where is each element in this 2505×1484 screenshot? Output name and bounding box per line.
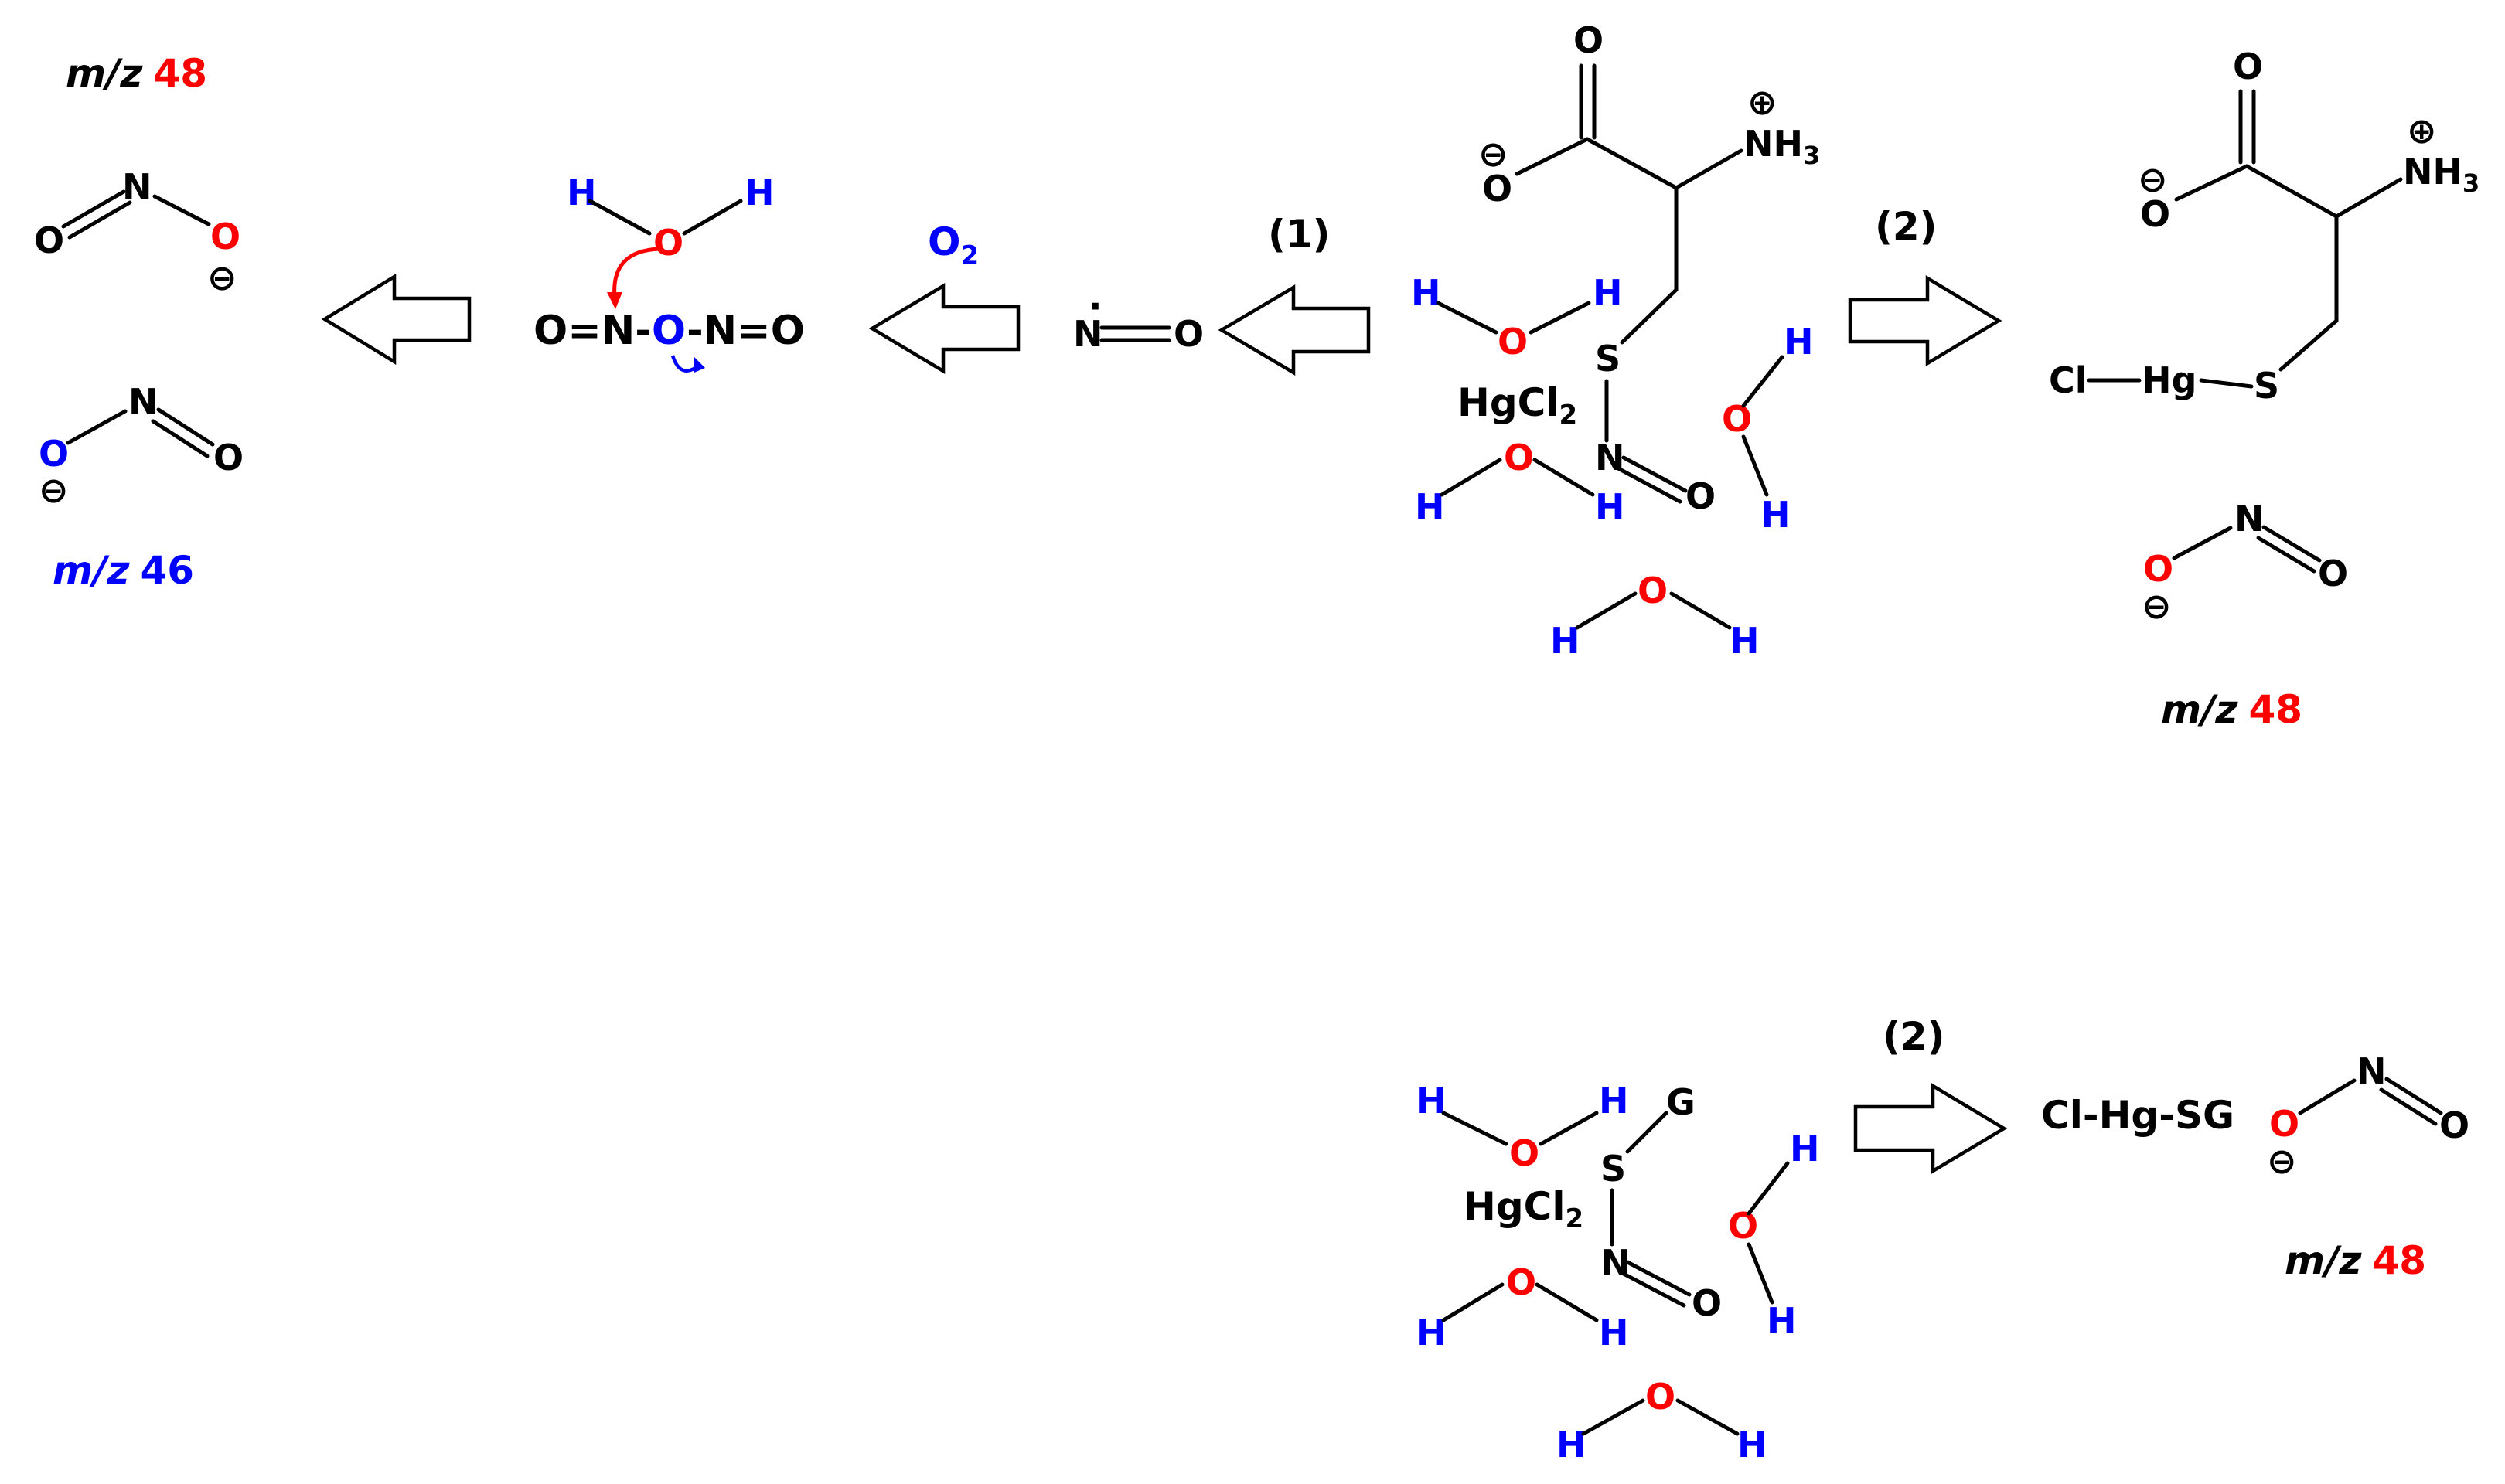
atom-o-red: O xyxy=(1506,1261,1536,1303)
atom-h-blue: H xyxy=(1550,620,1580,662)
radical-dot: · xyxy=(1089,285,1102,327)
atom-o-blue: O xyxy=(39,433,69,475)
atom-n: N xyxy=(1073,313,1103,355)
atom-s: S xyxy=(1595,338,1621,380)
atom-o: O xyxy=(213,437,244,478)
atom-h-blue: H xyxy=(1737,1424,1767,1465)
n2o3-intermediate: H H O O=N-O-N=O xyxy=(533,172,805,373)
cl-hg-sg-label: Cl-Hg-SG xyxy=(2041,1093,2234,1138)
hgcl2-label: HgCl2 xyxy=(1464,1184,1583,1234)
cl-label: Cl xyxy=(2049,359,2088,401)
curved-arrow-red xyxy=(612,247,659,298)
s-nitrosocysteine-complex: O ⊖ O ⊕ NH3 S N O HgCl2 H O H H O H O H xyxy=(1411,19,1820,662)
atom-o: O xyxy=(1174,313,1204,355)
atom-o: O xyxy=(1692,1282,1722,1324)
atom-o: O xyxy=(1482,168,1512,209)
atom-o: O xyxy=(2318,553,2348,594)
right-arrow xyxy=(1848,275,2002,366)
atom-o: O xyxy=(2439,1104,2469,1146)
atom-o-red: O xyxy=(1498,321,1528,362)
hg-label: Hg xyxy=(2142,359,2197,401)
nitric-oxide-radical: N · O xyxy=(1073,285,1204,355)
atom-o-red: O xyxy=(1728,1205,1758,1247)
atom-h-blue: H xyxy=(1416,1080,1447,1122)
minus-charge: ⊖ xyxy=(2138,158,2168,200)
left-arrow xyxy=(1218,284,1371,376)
atom-h-blue: H xyxy=(567,172,597,213)
atom-o-red: O xyxy=(1645,1376,1675,1418)
atom-o-red: O xyxy=(1504,437,1534,478)
atom-o-red: O xyxy=(653,222,683,264)
atom-h-blue: H xyxy=(1730,620,1760,662)
plus-charge: ⊕ xyxy=(1747,81,1777,123)
atom-h-blue: H xyxy=(1767,1300,1797,1342)
minus-charge: ⊖ xyxy=(2142,585,2172,627)
atom-h-blue: H xyxy=(1595,486,1625,528)
atom-s: S xyxy=(2254,365,2279,407)
atom-s: S xyxy=(1600,1148,1626,1190)
atom-h-blue: H xyxy=(1599,1080,1629,1122)
step-label-1: (1) xyxy=(1268,212,1331,257)
minus-charge: ⊖ xyxy=(39,469,69,511)
minus-charge: ⊖ xyxy=(1478,133,1508,175)
nh3-group: NH3 xyxy=(2403,151,2479,198)
step-label-2: (2) xyxy=(1875,204,1938,249)
atom-h-blue: H xyxy=(1415,486,1445,528)
atom-n: N xyxy=(122,166,152,208)
minus-charge: ⊖ xyxy=(207,257,237,298)
atom-n: N xyxy=(2234,498,2265,539)
atom-h-blue: H xyxy=(1593,272,1623,314)
atom-n: N xyxy=(128,381,158,423)
atom-h-blue: H xyxy=(1760,494,1791,536)
atom-n: N xyxy=(2357,1050,2387,1092)
atom-o-red: O xyxy=(1638,570,1668,611)
right-arrow xyxy=(1853,1083,2008,1174)
atom-n: N xyxy=(1600,1242,1631,1284)
minus-charge: ⊖ xyxy=(2267,1140,2297,1182)
atom-h-blue: H xyxy=(745,172,775,213)
left-arrow xyxy=(868,283,1021,374)
hgcl2-label: HgCl2 xyxy=(1457,380,1577,431)
atom-h-blue: H xyxy=(1556,1424,1586,1465)
atom-o: O xyxy=(2233,46,2263,87)
atom-o: O xyxy=(34,220,64,261)
o2-reagent-label: O2 xyxy=(928,220,979,271)
left-arrow xyxy=(321,273,472,366)
atom-o-red: O xyxy=(210,216,240,257)
atom-n: N xyxy=(1595,437,1625,478)
atom-g: G xyxy=(1666,1081,1696,1123)
atom-o: O xyxy=(1685,475,1716,517)
atom-o-red: O xyxy=(2143,548,2173,590)
atom-h-blue: H xyxy=(1790,1128,1820,1169)
atom-h-blue: H xyxy=(1599,1312,1629,1353)
nh3-group: NH3 xyxy=(1743,123,1820,170)
n2o3-formula: O=N-O-N=O xyxy=(533,308,805,354)
gsno-complex: H O H G S N O HgCl2 H O H O H H O H H xyxy=(1416,1080,1820,1465)
step-label-2: (2) xyxy=(1883,1014,1945,1059)
atom-h-blue: H xyxy=(1411,272,1441,314)
atom-o-red: O xyxy=(2269,1103,2299,1145)
atom-o: O xyxy=(2140,193,2170,235)
plus-charge: ⊕ xyxy=(2407,110,2437,151)
atom-o: O xyxy=(1573,19,1604,61)
atom-o-red: O xyxy=(1509,1132,1539,1174)
atom-h-blue: H xyxy=(1784,321,1814,362)
atom-h-blue: H xyxy=(1416,1312,1447,1353)
atom-o-red: O xyxy=(1722,398,1752,440)
